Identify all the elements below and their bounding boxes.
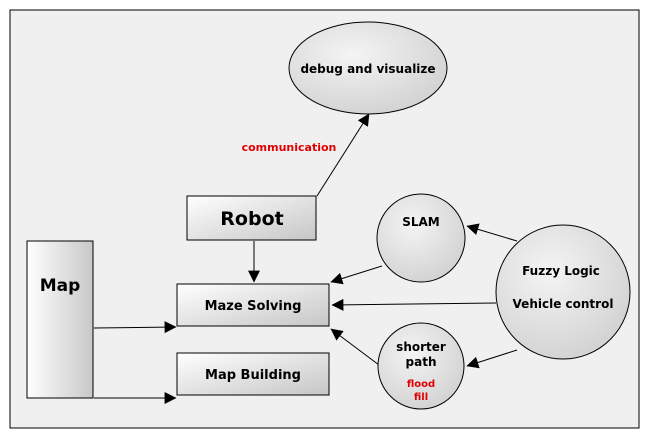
node-map-building-label: Map Building: [205, 368, 301, 383]
node-slam-circle: [376, 193, 466, 283]
node-shorter-path-circle: [377, 322, 465, 410]
node-map[interactable]: Map: [26, 240, 94, 399]
edge-map-maze: [93, 321, 177, 334]
node-shorter-path-label-line2: path: [406, 355, 437, 369]
node-maze-solving-label: Maze Solving: [205, 299, 302, 314]
node-slam[interactable]: SLAM: [376, 193, 466, 283]
node-map-building[interactable]: Map Building: [176, 352, 330, 396]
node-map-building-box: [176, 352, 330, 396]
node-debug[interactable]: debug and visualize: [288, 21, 448, 115]
edge-robot-debug: [316, 113, 370, 197]
node-fuzzy-label-line2: Vehicle control: [513, 297, 614, 311]
edge-slam-maze: [330, 265, 383, 285]
node-robot-label: Robot: [220, 208, 283, 230]
node-fuzzy-label-line1: Fuzzy Logic: [522, 264, 600, 278]
edges: [93, 113, 518, 404]
edge-label-communication: communication: [242, 141, 337, 154]
node-map-label: Map: [40, 276, 81, 296]
edge-fuzzy-slam: [466, 223, 518, 242]
edge-fuzzy-shorter: [466, 349, 518, 369]
node-slam-label: SLAM: [402, 215, 440, 229]
node-map-box: [26, 240, 94, 399]
node-fuzzy-circle: [495, 224, 631, 360]
node-shorter-path-note-line1: flood: [407, 379, 435, 390]
node-robot-box: [186, 195, 317, 241]
node-shorter-path[interactable]: shorter path flood fill: [377, 322, 465, 410]
node-debug-ellipse: [288, 21, 448, 115]
node-debug-label: debug and visualize: [300, 62, 435, 76]
node-shorter-path-label-line1: shorter: [396, 340, 446, 354]
edge-fuzzy-maze: [331, 298, 497, 311]
node-fuzzy[interactable]: Fuzzy Logic Vehicle control: [495, 224, 631, 360]
node-shorter-path-note-line2: fill: [414, 392, 428, 403]
node-maze-solving-box: [176, 283, 330, 327]
edge-shorter-maze: [330, 328, 380, 366]
node-robot[interactable]: Robot: [186, 195, 317, 241]
node-maze-solving[interactable]: Maze Solving: [176, 283, 330, 327]
